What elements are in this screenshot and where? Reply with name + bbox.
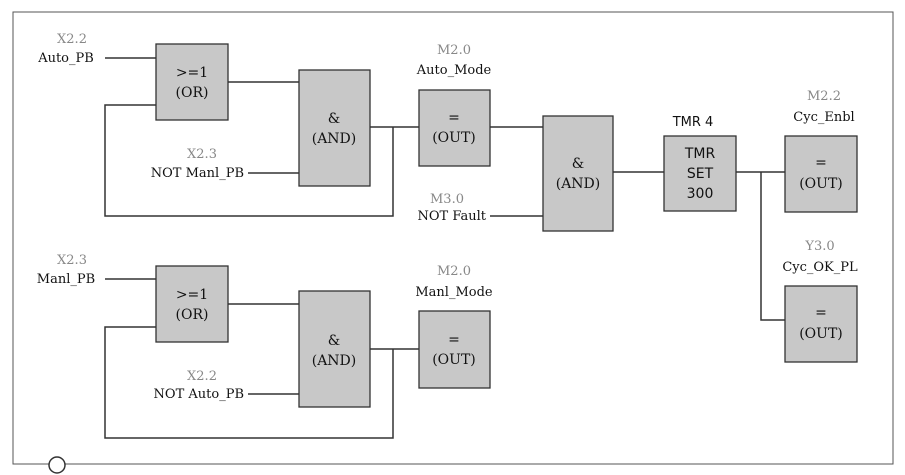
auto-mode-address: M2.0 bbox=[437, 43, 471, 58]
timer-preset: 300 bbox=[687, 186, 714, 202]
not-manl-pb-label: NOT Manl_PB bbox=[151, 166, 244, 181]
manl-pb-address: X2.3 bbox=[57, 253, 87, 268]
bottom-or-block: >=1 (OR) bbox=[155, 265, 229, 343]
timer-line1: TMR bbox=[684, 146, 716, 162]
and-symbol: & bbox=[572, 156, 584, 172]
auto-pb-label: Auto_PB bbox=[37, 51, 94, 66]
out-symbol: = bbox=[448, 110, 460, 126]
cyc-ok-pl-out-block: = (OUT) bbox=[784, 285, 858, 363]
out-symbol: = bbox=[448, 332, 460, 348]
auto-pb-address: X2.2 bbox=[57, 32, 87, 47]
top-or-block: >=1 (OR) bbox=[155, 43, 229, 121]
auto-mode-label: Auto_Mode bbox=[416, 63, 492, 78]
top-network-wires bbox=[104, 57, 785, 321]
and-symbol: & bbox=[328, 333, 340, 349]
out-symbol: = bbox=[815, 305, 827, 321]
and-label: (AND) bbox=[556, 176, 601, 192]
timer-line2: SET bbox=[687, 166, 714, 182]
manl-pb-label: Manl_PB bbox=[37, 272, 95, 287]
frame-anchor-circle bbox=[48, 456, 66, 474]
not-auto-pb-label: NOT Auto_PB bbox=[154, 387, 244, 402]
manl-mode-label: Manl_Mode bbox=[415, 285, 493, 300]
out-label: (OUT) bbox=[432, 352, 476, 368]
cyc-ok-pl-address: Y3.0 bbox=[804, 239, 834, 254]
out-label: (OUT) bbox=[799, 176, 843, 192]
not-fault-address: M3.0 bbox=[430, 192, 464, 207]
cyc-enbl-label: Cyc_Enbl bbox=[793, 110, 854, 125]
manl-mode-address: M2.0 bbox=[437, 264, 471, 279]
diagram-frame bbox=[12, 11, 894, 465]
bottom-and-block: & (AND) bbox=[298, 290, 371, 408]
manl-mode-out-block: = (OUT) bbox=[418, 310, 491, 389]
or-label: (OR) bbox=[176, 85, 209, 101]
out-label: (OUT) bbox=[432, 130, 476, 146]
bottom-network-wires bbox=[104, 278, 419, 439]
and-symbol: & bbox=[328, 111, 340, 127]
or-symbol: >=1 bbox=[176, 65, 208, 81]
not-manl-pb-address: X2.3 bbox=[187, 147, 217, 162]
cyc-enbl-address: M2.2 bbox=[807, 89, 841, 104]
not-auto-pb-address: X2.2 bbox=[187, 369, 217, 384]
cyc-enbl-out-block: = (OUT) bbox=[784, 135, 858, 213]
timer-name: TMR 4 bbox=[672, 115, 714, 130]
cyc-ok-pl-label: Cyc_OK_PL bbox=[782, 260, 858, 275]
and-label: (AND) bbox=[312, 353, 357, 369]
or-symbol: >=1 bbox=[176, 287, 208, 303]
timer-block: TMR SET 300 bbox=[663, 135, 737, 212]
top-and-block: & (AND) bbox=[298, 69, 371, 187]
auto-mode-out-block: = (OUT) bbox=[418, 89, 491, 167]
out-label: (OUT) bbox=[799, 326, 843, 342]
not-fault-label: NOT Fault bbox=[418, 209, 487, 224]
out-symbol: = bbox=[815, 155, 827, 171]
or-label: (OR) bbox=[176, 307, 209, 323]
fault-and-block: & (AND) bbox=[542, 115, 614, 232]
and-label: (AND) bbox=[312, 131, 357, 147]
